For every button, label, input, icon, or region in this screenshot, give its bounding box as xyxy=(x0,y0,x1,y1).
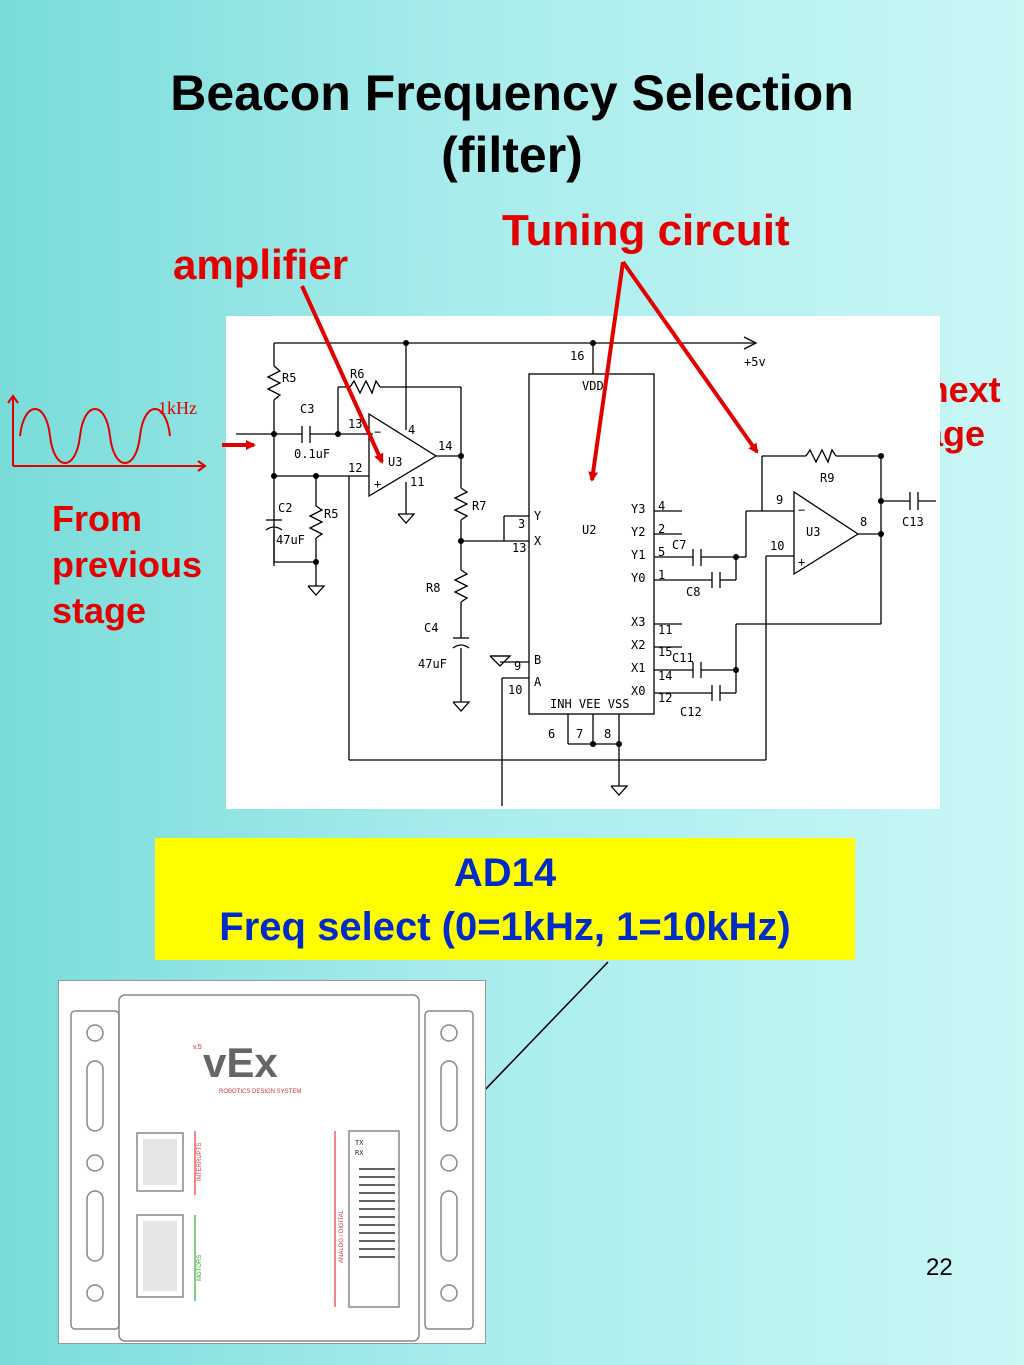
pin-x-label: X xyxy=(534,534,542,548)
ad14-callout: AD14 Freq select (0=1kHz, 1=10kHz) xyxy=(155,838,855,960)
u3-left-minus: − xyxy=(374,425,381,439)
pin-y3-label: Y3 xyxy=(631,502,645,516)
pin-a-label: A xyxy=(534,675,542,689)
r6-label: R6 xyxy=(350,367,364,381)
pin-x2-label: X2 xyxy=(631,638,645,652)
c2-label: C2 xyxy=(278,501,292,515)
vex-motors-label: MOTORS xyxy=(197,1255,203,1281)
vex-version: v.5 xyxy=(193,1044,202,1051)
vex-analog-label: ANALOG / DIGITAL xyxy=(339,1209,345,1263)
from-previous-stage-label: From previous stage xyxy=(52,496,202,634)
c11-label: C11 xyxy=(672,651,694,665)
filter-schematic: +5v R5 R6 C3 0.1uF C2 47uF R5 R7 R8 C4 4… xyxy=(226,316,940,809)
from-prev-line-1: From xyxy=(52,498,142,539)
inh-vee-vss-label: INH VEE VSS xyxy=(550,697,629,711)
pin-16: 16 xyxy=(570,349,584,363)
pin-9b: 9 xyxy=(776,493,783,507)
pin-1: 1 xyxy=(658,568,665,582)
pin-2: 2 xyxy=(658,522,665,536)
r8-label: R8 xyxy=(426,581,440,595)
signal-freq-label: 1kHz xyxy=(158,398,197,418)
pin-15: 15 xyxy=(658,645,672,659)
pin-4: 4 xyxy=(408,423,415,437)
pin-b-label: B xyxy=(534,653,541,667)
pin-11b: 11 xyxy=(658,623,672,637)
r7-label: R7 xyxy=(472,499,486,513)
pin-7: 7 xyxy=(576,727,583,741)
u3-right-label: U3 xyxy=(806,525,820,539)
pin-14b: 14 xyxy=(658,669,672,683)
c4-label: C4 xyxy=(424,621,438,635)
pin-x3-label: X3 xyxy=(631,615,645,629)
vdd-label: VDD xyxy=(582,379,604,393)
c8-label: C8 xyxy=(686,585,700,599)
supply-label: +5v xyxy=(744,355,766,369)
callout-line-1: AD14 xyxy=(453,851,557,895)
c4-value: 47uF xyxy=(418,657,447,671)
pin-y0-label: Y0 xyxy=(631,571,645,585)
from-prev-line-3: stage xyxy=(52,590,147,631)
pin-10a: 10 xyxy=(508,683,522,697)
amplifier-label: amplifier xyxy=(173,241,349,288)
c3-label: C3 xyxy=(300,402,314,416)
pin-12b: 12 xyxy=(658,691,672,705)
pin-13b: 13 xyxy=(512,541,526,555)
tuning-circuit-label: Tuning circuit xyxy=(502,206,790,255)
from-prev-line-2: previous xyxy=(52,544,203,585)
input-signal-sketch: 1kHz xyxy=(7,394,207,472)
pin-12a: 12 xyxy=(348,461,362,475)
r9-label: R9 xyxy=(820,471,834,485)
vex-logo: vEx xyxy=(203,1039,278,1086)
pin-13a: 13 xyxy=(348,417,362,431)
r5-top-label: R5 xyxy=(282,371,296,385)
u2-label: U2 xyxy=(582,523,596,537)
c7-label: C7 xyxy=(672,538,686,552)
pin-6: 6 xyxy=(548,727,555,741)
vex-controller-image: vEx v.5 ROBOTICS DESIGN SYSTEM TX RX INT… xyxy=(58,980,486,1344)
callout-line-2: Freq select (0=1kHz, 1=10kHz) xyxy=(219,905,791,949)
u3-left-plus: + xyxy=(374,477,381,491)
c3-value: 0.1uF xyxy=(294,447,330,461)
u3-right-minus: − xyxy=(798,503,805,517)
pin-5: 5 xyxy=(658,545,665,559)
c2-value: 47uF xyxy=(276,533,305,547)
u3-right-plus: + xyxy=(798,555,805,569)
r5-bottom-label: R5 xyxy=(324,507,338,521)
vex-tx: TX xyxy=(355,1139,364,1147)
pin-y1-label: Y1 xyxy=(631,548,645,562)
pin-x1-label: X1 xyxy=(631,661,645,675)
pin-14a: 14 xyxy=(438,439,452,453)
vex-rx: RX xyxy=(355,1149,364,1157)
pin-8b: 8 xyxy=(860,515,867,529)
pin-9a: 9 xyxy=(514,659,521,673)
pin-x0-label: X0 xyxy=(631,684,645,698)
pin-y2-label: Y2 xyxy=(631,525,645,539)
vex-tagline: ROBOTICS DESIGN SYSTEM xyxy=(219,1089,301,1095)
page-number: 22 xyxy=(926,1254,953,1281)
pin-8a: 8 xyxy=(604,727,611,741)
pin-4b: 4 xyxy=(658,499,665,513)
title-line-2: (filter) xyxy=(441,127,583,183)
u3-left-label: U3 xyxy=(388,455,402,469)
pin-y-label: Y xyxy=(534,509,542,523)
title-line-1: Beacon Frequency Selection xyxy=(170,65,854,121)
c13-label: C13 xyxy=(902,515,924,529)
pin-11a: 11 xyxy=(410,475,424,489)
pin-10b: 10 xyxy=(770,539,784,553)
pin-3: 3 xyxy=(518,517,525,531)
c12-label: C12 xyxy=(680,705,702,719)
vex-interrupts-label: INTERRUPTS xyxy=(197,1143,203,1181)
slide-title: Beacon Frequency Selection (filter) xyxy=(0,62,1024,186)
